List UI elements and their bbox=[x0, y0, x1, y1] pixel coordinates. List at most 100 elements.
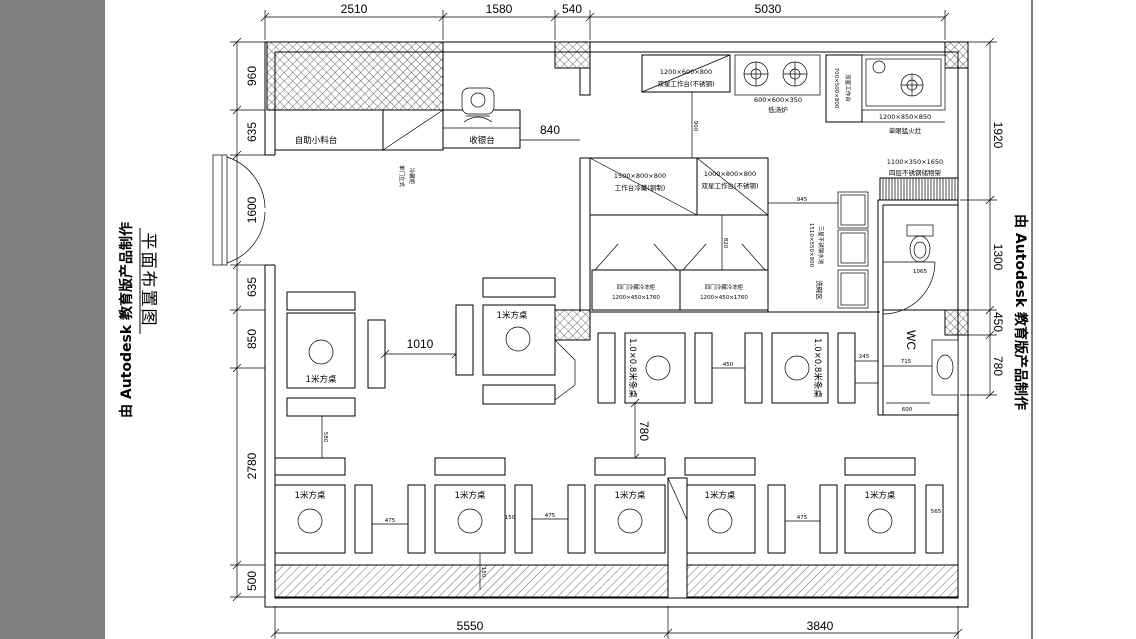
side-worktable-size: 700×500×800 bbox=[833, 68, 839, 109]
side-worktable-name: 双星工作台 bbox=[844, 74, 852, 102]
dim-bottom-3840: 3840 bbox=[807, 619, 834, 633]
strip-table-2-label: 1.0×0.8米条桌 bbox=[812, 338, 823, 398]
hatched-strip-bottom-right bbox=[686, 564, 959, 598]
table-center-mark bbox=[505, 326, 531, 352]
top-dimension-chain bbox=[260, 10, 950, 40]
bench bbox=[744, 332, 763, 404]
fridge-door-swings bbox=[594, 243, 766, 271]
prep-worktable-diagonal bbox=[696, 157, 769, 216]
self-serve-counter bbox=[274, 109, 384, 151]
bench bbox=[844, 457, 916, 476]
bench bbox=[367, 319, 386, 389]
self-serve-counter-label: 自助小料台 bbox=[295, 135, 338, 146]
table-center-mark bbox=[645, 355, 671, 381]
wc-label: WC bbox=[904, 330, 918, 350]
column-top bbox=[554, 41, 591, 69]
bench bbox=[514, 484, 533, 554]
door-leaf bbox=[554, 339, 576, 401]
watermark-left: 由 Autodesk 教育版产品制作 bbox=[118, 222, 135, 418]
table-center-mark bbox=[784, 355, 810, 381]
dim-780-label: 780 bbox=[637, 421, 651, 441]
sink-size: 1510×550×800 bbox=[808, 223, 814, 268]
soup-stove-size: 600×600×350 bbox=[754, 96, 802, 104]
table-center-mark bbox=[457, 508, 483, 534]
bench bbox=[434, 457, 506, 476]
table-center-mark bbox=[308, 339, 334, 365]
hatched-strip-bottom-left bbox=[274, 564, 669, 598]
dim-945: 945 bbox=[797, 197, 808, 203]
wok-stove-name: 单眼猛火灶 bbox=[889, 126, 922, 135]
square-table-4-label: 1米方桌 bbox=[455, 490, 486, 501]
bench bbox=[594, 457, 666, 476]
bench bbox=[482, 277, 556, 298]
table-center-mark bbox=[617, 508, 643, 534]
shelf-name: 四层不锈钢储物架 bbox=[889, 168, 942, 177]
triple-sink bbox=[837, 191, 869, 309]
bottom-dimension-chain bbox=[270, 606, 963, 639]
wc-door bbox=[882, 261, 936, 315]
dish-area-label: 洗碗区 bbox=[815, 280, 824, 300]
dim-right-450: 450 bbox=[991, 312, 1005, 332]
bench bbox=[407, 484, 426, 554]
square-table-3-label: 1米方桌 bbox=[295, 490, 326, 501]
dim-150-b: 150 bbox=[480, 567, 486, 578]
worktable-top-size: 1200×600×800 bbox=[660, 68, 712, 76]
column-mid-right bbox=[944, 309, 969, 336]
worktable-top-diagonal bbox=[641, 54, 731, 93]
bench bbox=[837, 332, 856, 404]
soup-stove-name: 低汤炉 bbox=[768, 105, 788, 114]
bench bbox=[694, 332, 713, 404]
dim-top-1580: 1580 bbox=[486, 2, 513, 16]
dim-820: 820 bbox=[722, 238, 728, 249]
bench bbox=[767, 484, 786, 554]
dim-900: 900 bbox=[692, 121, 698, 132]
strip-table-1-label: 1.0×0.8米条桌 bbox=[627, 338, 638, 398]
dim-right-780: 780 bbox=[991, 356, 1005, 376]
dim-475-b: 475 bbox=[545, 513, 556, 519]
wc-dim-715: 715 bbox=[901, 359, 912, 365]
bench bbox=[354, 484, 373, 554]
sink-name: 三星不锈钢水池 bbox=[817, 226, 825, 265]
bench bbox=[819, 484, 838, 554]
upright-fridge-1-name: 四门冷藏冷冻柜 bbox=[617, 283, 656, 291]
storage-shelf bbox=[879, 177, 959, 201]
upright-fridge-2 bbox=[679, 269, 769, 311]
dim-580: 580 bbox=[322, 432, 328, 443]
dim-450: 450 bbox=[723, 362, 734, 368]
dim-475-a: 475 bbox=[385, 518, 396, 524]
cashier-gap-dim: 840 bbox=[540, 123, 560, 137]
square-table-2 bbox=[482, 304, 556, 376]
single-fridge-label-1: 单门立式 bbox=[398, 165, 406, 188]
bench bbox=[567, 484, 586, 554]
bench bbox=[274, 457, 346, 476]
dim-top-5030: 5030 bbox=[755, 2, 782, 16]
cashier-label: 收银台 bbox=[469, 135, 495, 146]
dim-left-2780: 2780 bbox=[245, 452, 259, 479]
dim-bottom-5550: 5550 bbox=[457, 619, 484, 633]
wc-dim-600: 600 bbox=[902, 407, 913, 413]
wc-dim-245: 245 bbox=[859, 354, 870, 360]
square-table-5-label: 1米方桌 bbox=[615, 490, 646, 501]
right-dimension-chain bbox=[960, 37, 997, 400]
watermark-right: 由 Autodesk 教育版产品制作 bbox=[1012, 214, 1029, 410]
prep-fridge-name: 工作台冷藏(铜制) bbox=[615, 183, 666, 192]
bench bbox=[925, 484, 944, 554]
prep-fridge-diagonal bbox=[589, 157, 698, 216]
upright-fridge-2-name: 四门冷藏冷冻柜 bbox=[705, 283, 744, 291]
upright-fridge-2-size: 1200×450×1760 bbox=[700, 295, 748, 301]
wok-stove-icon bbox=[861, 54, 946, 111]
square-table-1 bbox=[286, 312, 356, 389]
dim-top-2510: 2510 bbox=[341, 2, 368, 16]
cashier-chair-icon bbox=[461, 87, 495, 123]
worktable-top-name: 双星工作台(不锈钢) bbox=[657, 79, 714, 88]
dim-150-a: 150 bbox=[505, 515, 516, 521]
dim-left-850: 850 bbox=[245, 329, 259, 349]
dim-1010-label: 1010 bbox=[407, 337, 434, 351]
left-sidebar bbox=[0, 0, 105, 639]
square-table-6-label: 1米方桌 bbox=[705, 490, 736, 501]
wash-basin-icon bbox=[931, 339, 959, 396]
square-table-3 bbox=[274, 484, 346, 554]
square-table-5 bbox=[594, 484, 666, 554]
